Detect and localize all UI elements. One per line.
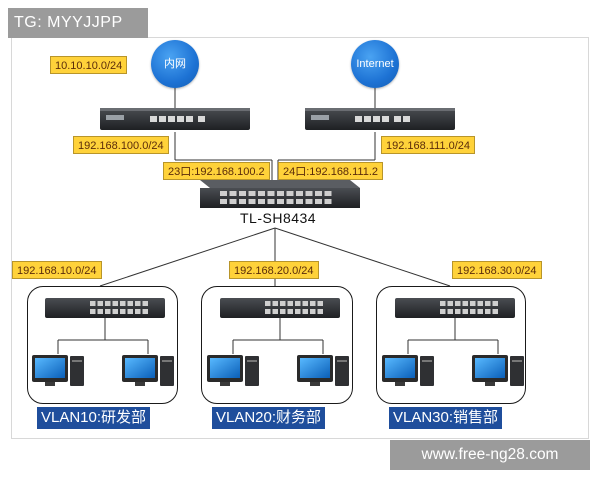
link-switch-vlan30 xyxy=(274,227,451,287)
access-switch-vlan30-icon xyxy=(395,298,515,318)
pc-icon xyxy=(122,355,174,386)
vlan20-name: VLAN20:财务部 xyxy=(212,407,326,429)
vlan20-group xyxy=(201,286,353,404)
tg-badge: TG: MYYJJPP xyxy=(8,8,148,38)
internet-cloud-icon: Internet xyxy=(351,40,399,88)
router2-subnet-label: 192.168.111.0/24 xyxy=(381,136,476,154)
vlan30-name: VLAN30:销售部 xyxy=(389,407,503,429)
pc-icon xyxy=(207,355,259,386)
lan-subnet-label: 10.10.10.0/24 xyxy=(50,56,128,74)
vlan20-subnet-label: 192.168.20.0/24 xyxy=(229,261,319,279)
lan-cloud-icon: 内网 xyxy=(151,40,199,88)
pc-icon xyxy=(297,355,349,386)
pc-icon xyxy=(32,355,84,386)
access-switch-vlan10-icon xyxy=(45,298,165,318)
access-switch-vlan20-icon xyxy=(220,298,340,318)
pc-icon xyxy=(472,355,524,386)
vlan10-name: VLAN10:研发部 xyxy=(37,407,151,429)
vlan10-group xyxy=(27,286,178,404)
vlan30-group xyxy=(376,286,526,404)
link-switch-vlan10 xyxy=(99,227,276,287)
diagram-frame xyxy=(11,37,589,439)
core-switch-icon xyxy=(200,180,360,208)
vlan30-subnet-label: 192.168.30.0/24 xyxy=(452,261,542,279)
router-internet-icon xyxy=(305,108,455,130)
router-lan-icon xyxy=(100,108,250,130)
vlan10-subnet-label: 192.168.10.0/24 xyxy=(12,261,102,279)
router1-subnet-label: 192.168.100.0/24 xyxy=(73,136,169,154)
port24-label: 24口:192.168.111.2 xyxy=(278,162,384,180)
port23-label: 23口:192.168.100.2 xyxy=(163,162,270,180)
site-watermark: www.free-ng28.com xyxy=(390,440,590,470)
pc-icon xyxy=(382,355,434,386)
pc-links xyxy=(57,318,499,354)
core-switch-model: TL-SH8434 xyxy=(240,210,317,226)
